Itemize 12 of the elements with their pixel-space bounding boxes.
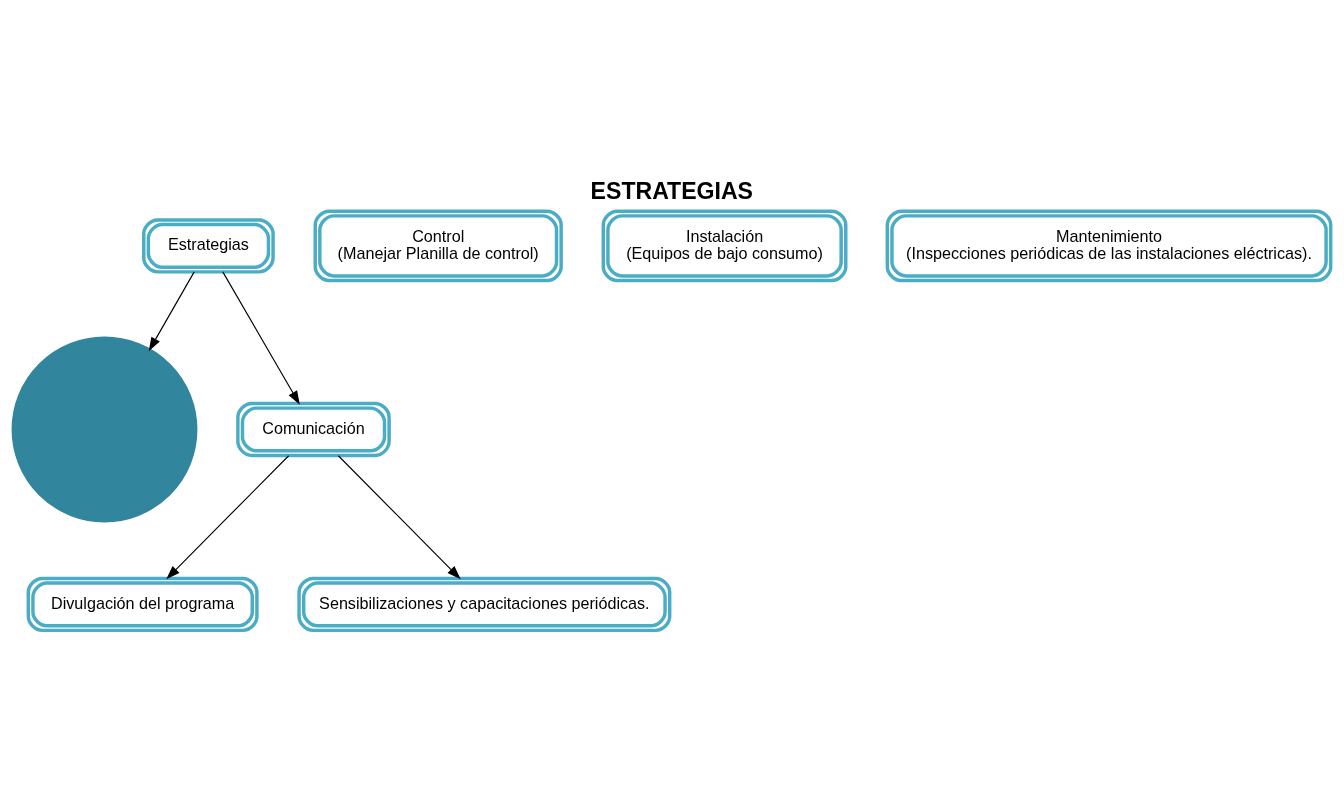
arrow xyxy=(222,270,300,405)
node-box: Divulgación del programa xyxy=(26,576,259,632)
node-box: Mantenimiento (Inspecciones periódicas de las instalaciones eléctricas). xyxy=(885,209,1333,282)
node-box: Comunicación xyxy=(236,401,391,457)
arrow xyxy=(166,454,290,579)
diagram-title: ESTRATEGIAS xyxy=(590,177,754,204)
node-box: Control (Manejar Planilla de control) xyxy=(313,209,563,282)
node-box: Sensibilizaciones y capacitaciones periódicas. xyxy=(297,576,672,632)
arrow xyxy=(337,454,461,579)
arrow xyxy=(148,270,195,351)
node-box: Estrategias xyxy=(142,217,275,274)
node-box: Instalación (Equipos de bajo consumo) xyxy=(601,209,848,282)
